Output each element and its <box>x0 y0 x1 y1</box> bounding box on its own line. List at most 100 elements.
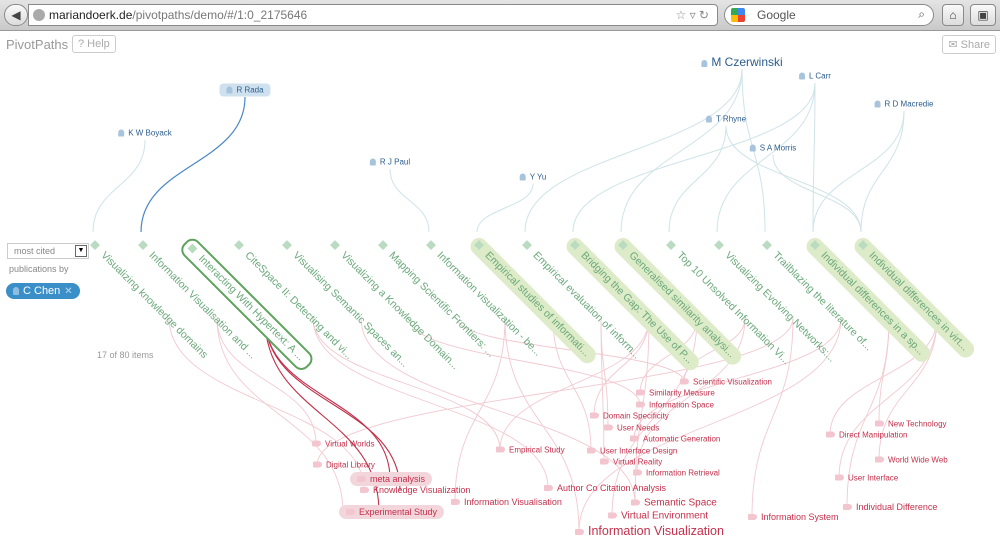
link-line <box>636 317 746 474</box>
link-line <box>751 317 794 518</box>
keyword-node[interactable]: Similarity Measure <box>636 389 715 398</box>
keyword-node[interactable]: World Wide Web <box>875 456 948 465</box>
author-node[interactable]: S A Morris <box>749 143 797 153</box>
keyword-node[interactable]: Direct Manipulation <box>826 431 907 440</box>
keyword-node[interactable]: Domain Specificity <box>590 412 669 421</box>
author-node[interactable]: T Rhyne <box>705 115 746 124</box>
document-icon <box>282 240 292 251</box>
link-line <box>812 82 816 233</box>
document-icon <box>426 240 436 251</box>
link-line <box>878 317 938 461</box>
keyword-node[interactable]: Semantic Space <box>631 498 717 509</box>
document-icon <box>138 240 148 251</box>
link-line <box>499 317 650 451</box>
author-node[interactable]: Y Yu <box>519 173 546 182</box>
link-line <box>476 183 534 233</box>
link-line <box>524 68 743 233</box>
keyword-node[interactable]: New Technology <box>875 420 947 429</box>
keyword-node[interactable]: User Interface Design <box>587 447 677 456</box>
person-icon <box>13 287 19 295</box>
author-node[interactable]: L Carr <box>799 72 831 81</box>
keyword-label: Direct Manipulation <box>839 430 908 440</box>
keyword-label: Knowledge Visualization <box>373 485 471 495</box>
search-icon[interactable]: ⌕ <box>918 7 925 21</box>
keyword-node[interactable]: User Interface <box>835 474 898 483</box>
keyword-node[interactable]: Information Retrieval <box>633 469 720 478</box>
url-bar[interactable]: mariandoerk.de/pivotpaths/demo/#/1:0_217… <box>28 4 718 26</box>
back-button[interactable]: ◀ <box>4 4 28 26</box>
author-name: R J Paul <box>379 157 411 167</box>
sort-value: most cited <box>14 246 56 256</box>
tag-icon <box>636 401 645 408</box>
author-node[interactable]: R J Paul <box>369 157 411 167</box>
keyword-node[interactable]: meta analysis <box>350 472 433 486</box>
keyword-node[interactable]: Author Co Citation Analysis <box>544 483 666 493</box>
link-line <box>829 317 938 436</box>
sort-select[interactable]: most cited ▼ <box>7 243 89 259</box>
keyword-node[interactable]: Information Space <box>636 401 714 410</box>
link-line <box>312 317 549 489</box>
link-line <box>812 110 905 233</box>
keyword-node[interactable]: Individual Difference <box>843 502 937 512</box>
tag-icon <box>608 512 617 519</box>
tag-icon <box>633 469 642 476</box>
tag-icon <box>631 499 640 506</box>
keyword-node[interactable]: Virtual Reality <box>600 458 662 467</box>
keyword-node[interactable]: User Needs <box>604 424 659 433</box>
keyword-label: Virtual Worlds <box>325 439 375 449</box>
share-label: Share <box>960 39 990 51</box>
link-line <box>312 317 501 451</box>
keyword-label: Author Co Citation Analysis <box>557 483 667 493</box>
item-count: 17 of 80 items <box>97 350 154 360</box>
keyword-node[interactable]: Experimental Study <box>339 505 445 519</box>
link-line <box>408 317 641 406</box>
tag-icon <box>604 424 613 431</box>
author-node[interactable]: K W Boyack <box>118 129 172 138</box>
keyword-label: Empirical Study <box>509 445 565 455</box>
person-icon <box>749 144 756 152</box>
url-domain: mariandoerk.de <box>49 8 133 22</box>
keyword-node[interactable]: Information Visualization <box>575 524 724 538</box>
keyword-label: Digital Library <box>326 460 375 470</box>
help-button[interactable]: ? Help <box>72 35 116 53</box>
keyword-node[interactable]: Information System <box>748 512 839 522</box>
keyword-node[interactable]: Virtual Worlds <box>312 440 375 449</box>
link-line <box>92 139 146 233</box>
author-node[interactable]: R D Macredie <box>874 100 933 109</box>
keyword-label: Experimental Study <box>359 507 438 517</box>
keyword-node[interactable]: Knowledge Visualization <box>360 485 470 495</box>
link-line <box>504 317 580 532</box>
selected-author-chip[interactable]: C Chen✕ <box>6 283 80 299</box>
remove-icon[interactable]: ✕ <box>64 285 73 297</box>
share-button[interactable]: ✉ Share <box>942 35 996 54</box>
tag-icon <box>312 440 321 447</box>
google-icon <box>731 8 745 22</box>
keyword-label: Virtual Reality <box>613 457 663 467</box>
keyword-node[interactable]: Virtual Environment <box>608 511 708 522</box>
search-input[interactable]: Google⌕ <box>724 4 934 26</box>
extension-button[interactable]: ▣ <box>970 4 996 26</box>
home-button[interactable]: ⌂ <box>942 4 964 26</box>
link-line <box>716 82 816 233</box>
keyword-node[interactable]: Scientific Visualization <box>680 378 772 387</box>
tag-icon <box>630 435 639 442</box>
tag-icon <box>496 446 505 453</box>
link-line <box>552 317 592 452</box>
keyword-label: Individual Difference <box>856 502 938 512</box>
author-name: L Carr <box>809 71 831 81</box>
author-node[interactable]: R Rada <box>219 83 271 97</box>
author-node[interactable]: M Czerwinski <box>701 55 783 69</box>
person-icon <box>369 158 376 166</box>
author-name: S A Morris <box>759 143 797 153</box>
keyword-node[interactable]: Empirical Study <box>496 446 565 455</box>
keyword-label: Information Visualization <box>588 524 724 538</box>
keyword-node[interactable]: Automatic Generation <box>630 435 720 444</box>
keyword-node[interactable]: Digital Library <box>313 461 375 470</box>
document-icon <box>810 240 820 251</box>
person-icon <box>799 72 806 80</box>
bookmark-reload-icons[interactable]: ☆ ▿ ↻ <box>675 8 709 22</box>
keyword-node[interactable]: Information Visualisation <box>451 497 562 507</box>
dropdown-arrow-icon[interactable]: ▼ <box>75 245 87 257</box>
document-icon <box>618 240 628 251</box>
link-line <box>389 168 430 233</box>
